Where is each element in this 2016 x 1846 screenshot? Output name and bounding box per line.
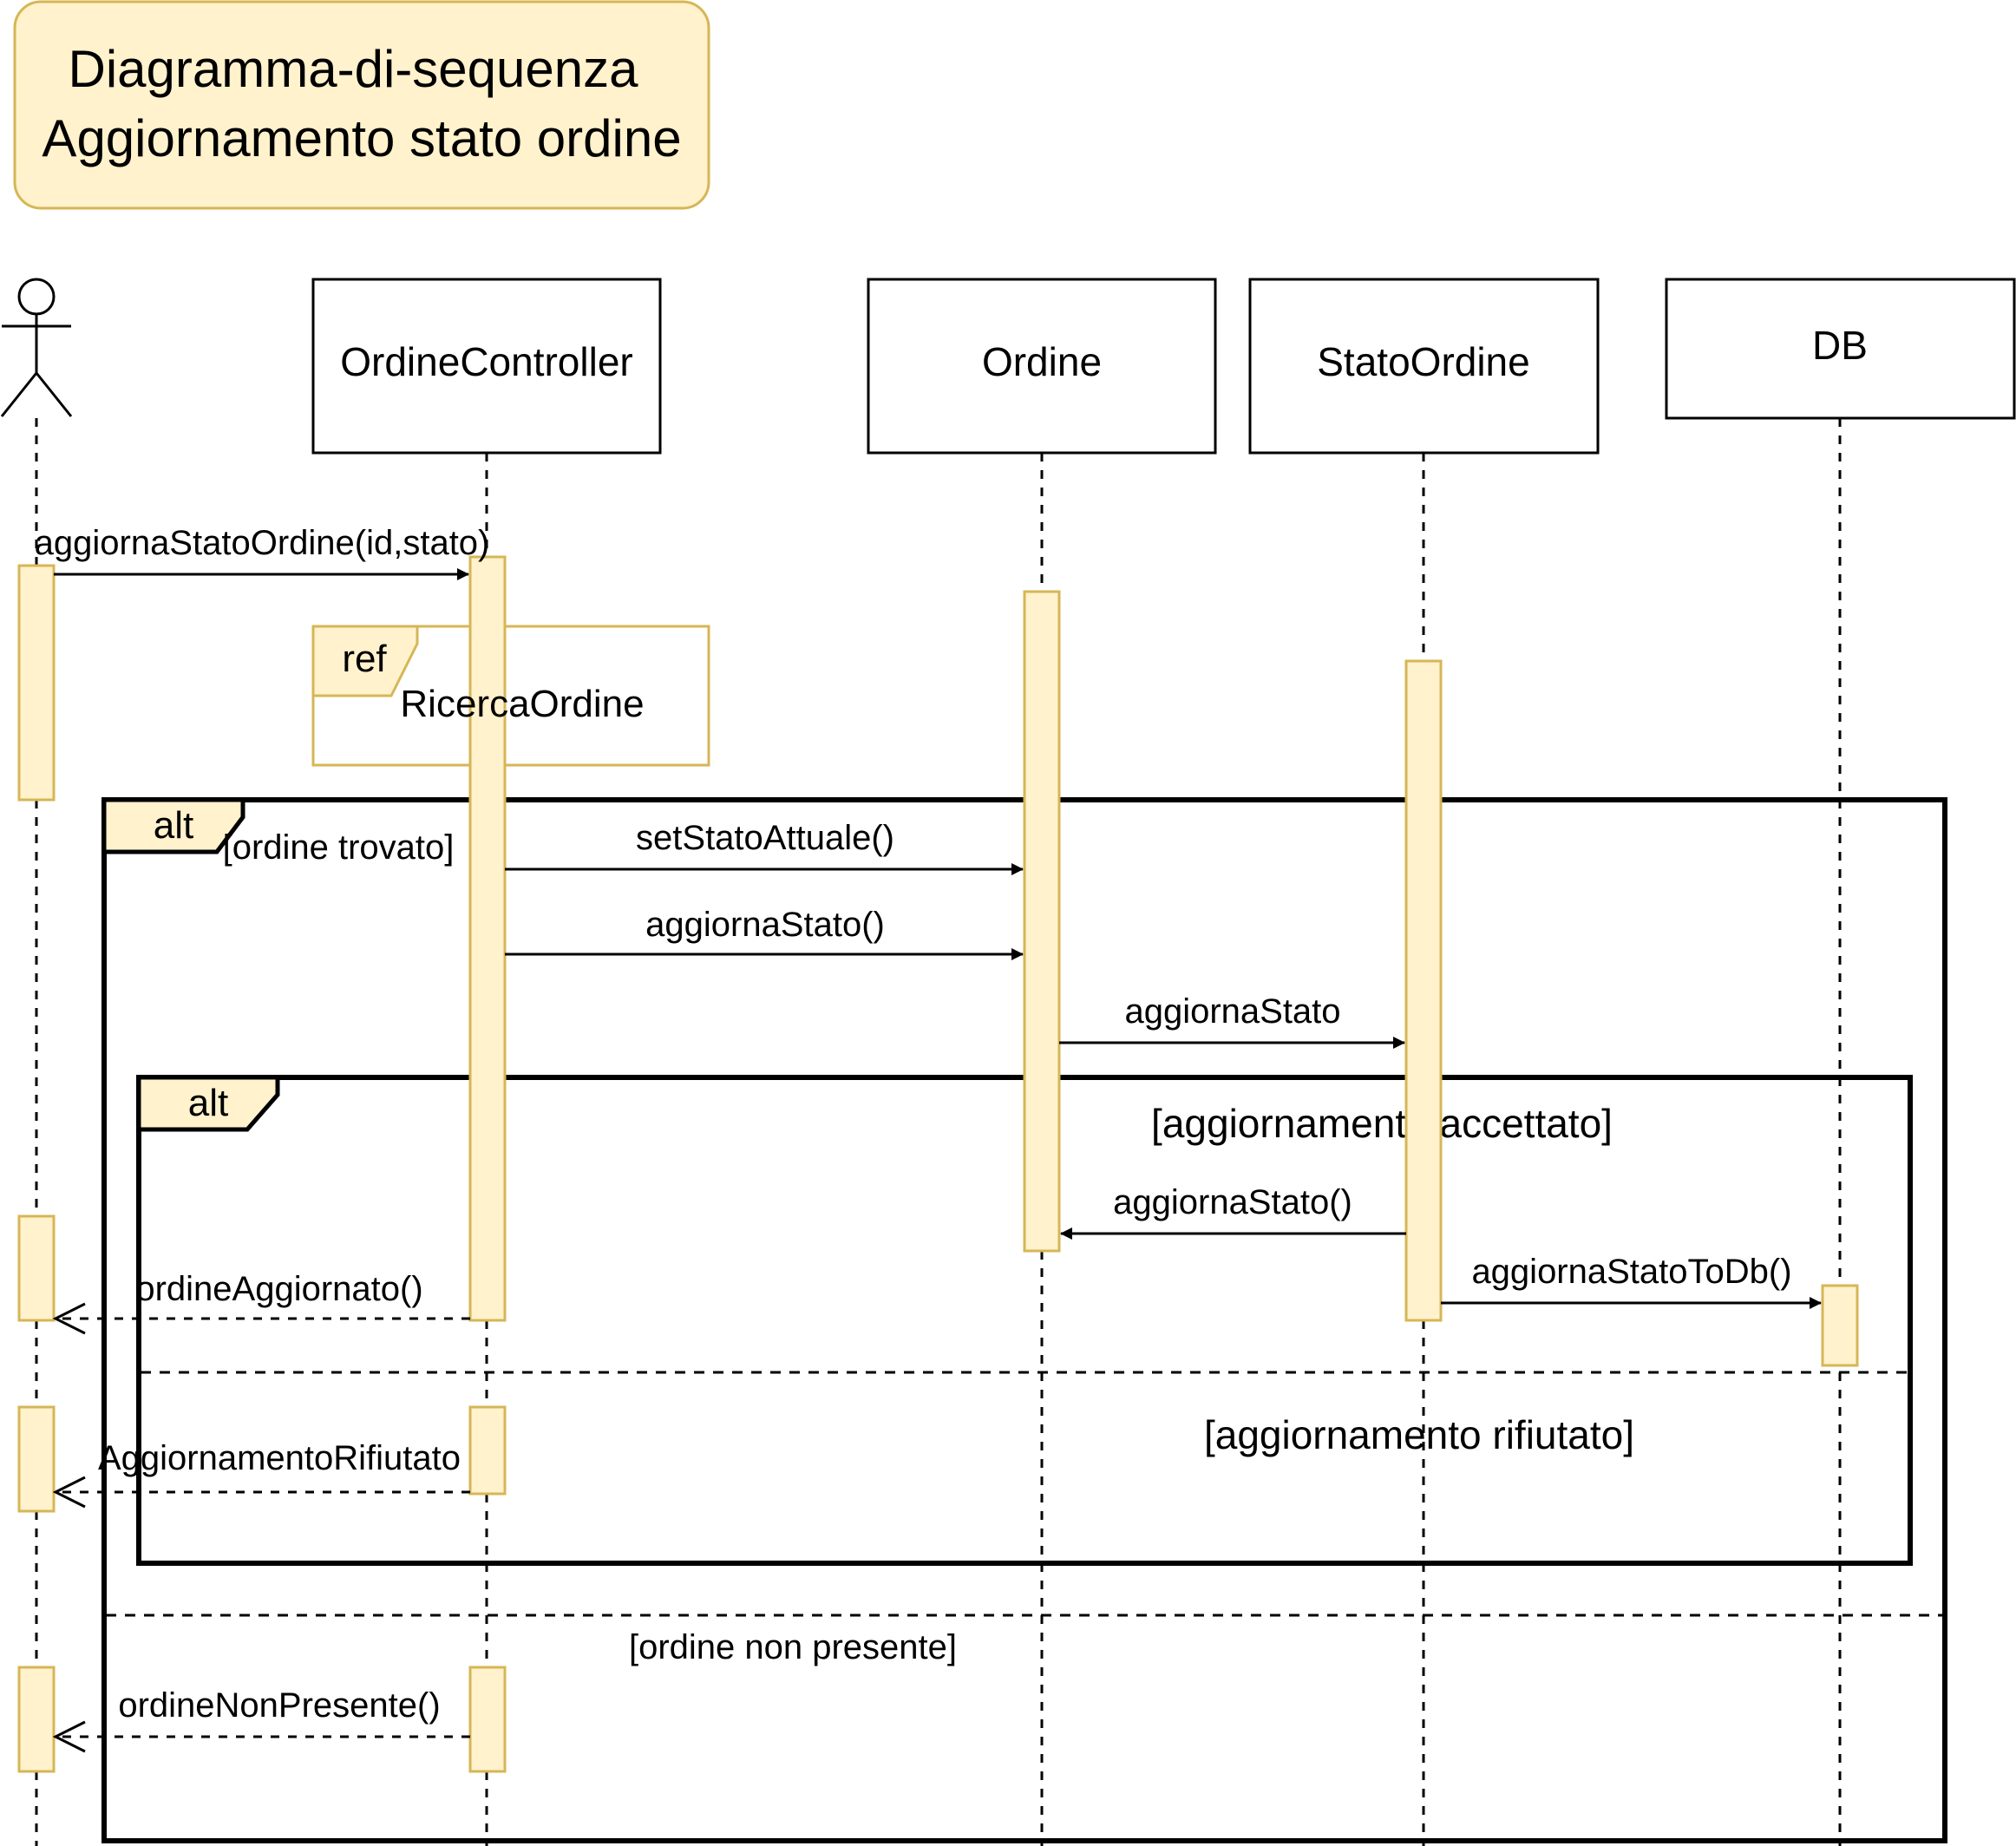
title-line-2: Aggiornamento stato ordine (42, 109, 681, 167)
message-aggiornastato-3: aggiornaStato() (1060, 1183, 1406, 1240)
activation-ordine (1023, 590, 1061, 1253)
guard-ordine-trovato: [ordine trovato] (223, 828, 455, 867)
message-label: ordineNonPresente() (118, 1686, 440, 1725)
message-aggiornastatotodb: aggiornaStatoToDb() (1441, 1253, 1822, 1309)
activation-actor-1 (17, 564, 56, 802)
diagram-title: Diagramma-di-sequenza Aggiornamento stat… (13, 0, 710, 210)
participant-statoordine: StatoOrdine (1248, 278, 1600, 455)
activation-ordinecontroller-1 (468, 555, 507, 1322)
participant-db: DB (1665, 278, 2016, 420)
activations (17, 555, 1859, 1773)
activation-actor-3 (17, 1405, 56, 1513)
message-label: aggiornaStato() (1113, 1183, 1352, 1221)
participant-label: StatoOrdine (1317, 339, 1529, 384)
alt-fragment-inner: alt [aggiornamento accettato] [aggiornam… (136, 1075, 1913, 1566)
activation-actor-4 (17, 1666, 56, 1773)
message-aggiornastato-2: aggiornaStato (1059, 992, 1405, 1049)
message-label: setStatoAttuale() (636, 819, 894, 857)
guard-aggiornamento-accettato: [aggiornamento accettato] (1151, 1101, 1613, 1146)
message-label: aggiornaStato() (645, 906, 885, 944)
actor-icon (0, 278, 73, 417)
message-aggiornastato-1: aggiornaStato() (505, 906, 1024, 960)
fragment-operator: alt (154, 804, 193, 847)
guard-ordine-non-presente: [ordine non presente] (629, 1628, 957, 1666)
message-setstatoattuale: setStatoAttuale() (505, 819, 1024, 875)
message-label: AggiornamentoRifiutato (98, 1439, 461, 1477)
ref-fragment: ref (311, 625, 710, 767)
participant-ordine: Ordine (867, 278, 1217, 455)
message-label: aggiornaStatoOrdine(id,stato) (35, 524, 490, 562)
participant-label: DB (1812, 323, 1868, 368)
ref-tag: ref (342, 638, 387, 680)
participant-label: Ordine (982, 339, 1102, 384)
message-label: aggiornaStato (1124, 992, 1340, 1031)
participant-ordinecontroller: OrdineController (311, 278, 662, 455)
activation-ordinecontroller-3 (468, 1666, 507, 1773)
message-ordinenonpresente: ordineNonPresente() (52, 1686, 470, 1753)
guard-aggiornamento-rifiutato: [aggiornamento rifiutato] (1204, 1412, 1634, 1457)
activation-statoordine (1404, 659, 1443, 1322)
message-aggiornastatoordine: aggiornaStatoOrdine(id,stato) (35, 524, 490, 580)
title-line-1: Diagramma-di-sequenza (69, 40, 639, 98)
fragment-operator: alt (188, 1082, 228, 1124)
message-label: ordineAggiornato() (135, 1270, 422, 1308)
activation-actor-2 (17, 1214, 56, 1322)
ref-name: RicercaOrdine (400, 683, 644, 725)
message-label: aggiornaStatoToDb() (1471, 1253, 1791, 1291)
message-aggiornamentorifiutato: AggiornamentoRifiutato (52, 1439, 470, 1509)
message-ordineaggiornato: ordineAggiornato() (52, 1270, 470, 1335)
participant-label: OrdineController (340, 339, 632, 384)
activation-db (1821, 1284, 1859, 1367)
activation-ordinecontroller-2 (468, 1405, 507, 1496)
